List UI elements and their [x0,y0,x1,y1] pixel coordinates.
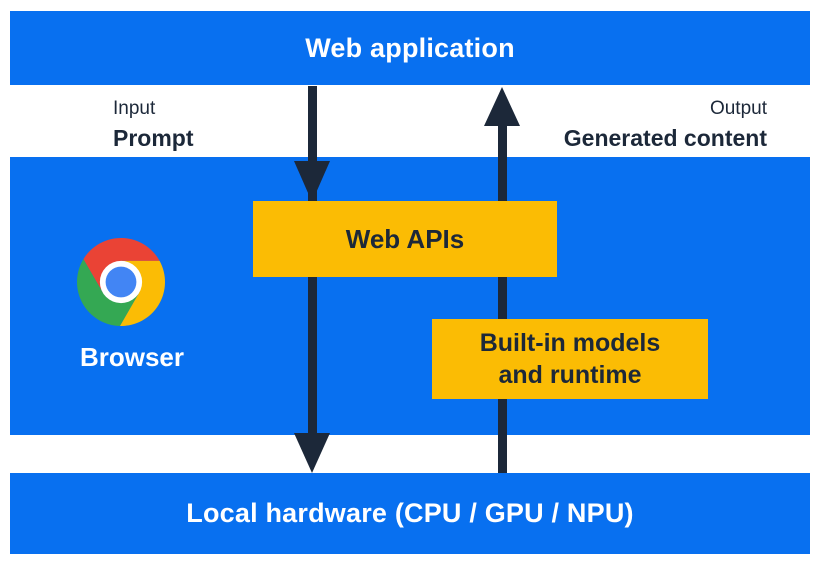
input-value: Prompt [113,124,194,151]
input-label: Input [113,98,156,119]
builtin-models-label-line1: Built-in models [479,329,661,357]
web-application-label: Web application [305,32,515,63]
builtin-models-box: Built-in models and runtime [432,319,708,399]
web-apis-box: Web APIs [253,201,557,277]
local-hardware-label: Local hardware (CPU / GPU / NPU) [186,498,634,528]
local-hardware-bar: Local hardware (CPU / GPU / NPU) [10,473,810,554]
output-label-group: Output Generated content [564,97,767,153]
output-value: Generated content [563,124,767,151]
builtin-models-label-line2: and runtime [498,361,642,389]
chrome-logo-icon [77,238,165,326]
web-apis-label: Web APIs [345,223,465,254]
web-application-bar: Web application [10,11,810,85]
output-label: Output [709,98,767,119]
input-label-group: Input Prompt [113,97,194,153]
browser-label: Browser [79,342,185,372]
